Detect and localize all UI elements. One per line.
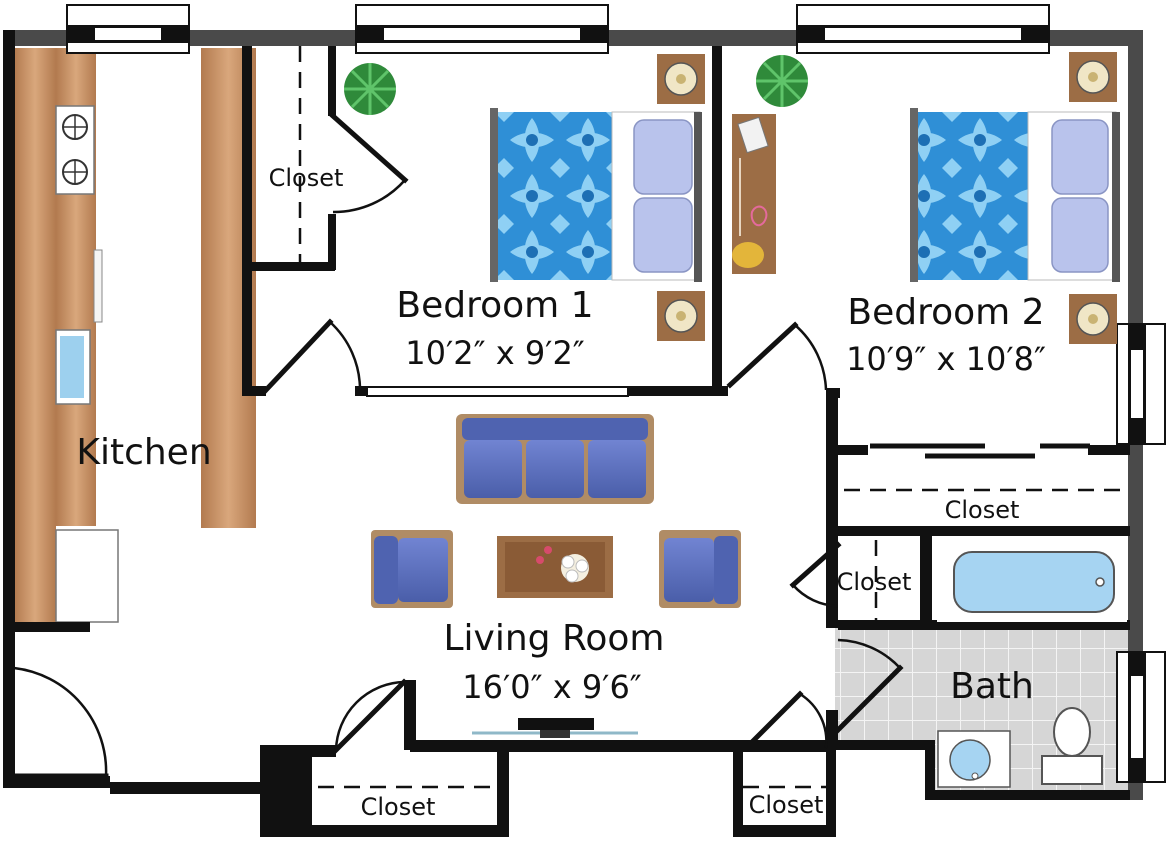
plant-icon (756, 55, 808, 107)
living-room-label: Living Room (444, 618, 665, 659)
armchair-icon (371, 530, 741, 608)
bedroom1-dimensions: 10′2″ x 9′2″ (405, 334, 585, 372)
coffee-table-icon (497, 536, 613, 598)
nightstand-icon (1069, 52, 1117, 344)
closet-label: Closet (361, 793, 436, 821)
sink-icon (937, 730, 1011, 788)
living-room-dimensions: 16′0″ x 9′6″ (462, 668, 642, 706)
bedroom1-label: Bedroom 1 (396, 285, 593, 326)
closet-label: Closet (749, 791, 824, 819)
nightstand-icon (657, 54, 705, 341)
tv-icon (472, 718, 638, 738)
windows (66, 4, 1166, 783)
bedroom2-label: Bedroom 2 (847, 292, 1044, 333)
dresser-icon (732, 114, 776, 274)
closet-label: Closet (945, 496, 1020, 524)
kitchen-counter (14, 48, 256, 623)
bath-label: Bath (950, 666, 1034, 707)
fridge-icon (55, 529, 119, 623)
bed-2 (910, 108, 1120, 282)
bedroom2-dimensions: 10′9″ x 10′8″ (846, 340, 1046, 378)
kitchen-label: Kitchen (76, 432, 211, 473)
room-labels: Kitchen Bedroom 1 10′2″ x 9′2″ Bedroom 2… (76, 285, 1046, 707)
doors (11, 112, 1090, 779)
closet-label: Closet (269, 164, 344, 192)
plant-icon (344, 63, 396, 115)
bathtub-icon (937, 540, 1127, 622)
sofa-icon (456, 414, 654, 504)
closet-label: Closet (837, 568, 912, 596)
toilet-icon (1041, 707, 1103, 785)
closet-shelves (298, 46, 1126, 789)
closet-labels: Closet Closet Closet Closet Closet (269, 164, 1020, 821)
bed-1 (490, 108, 702, 282)
